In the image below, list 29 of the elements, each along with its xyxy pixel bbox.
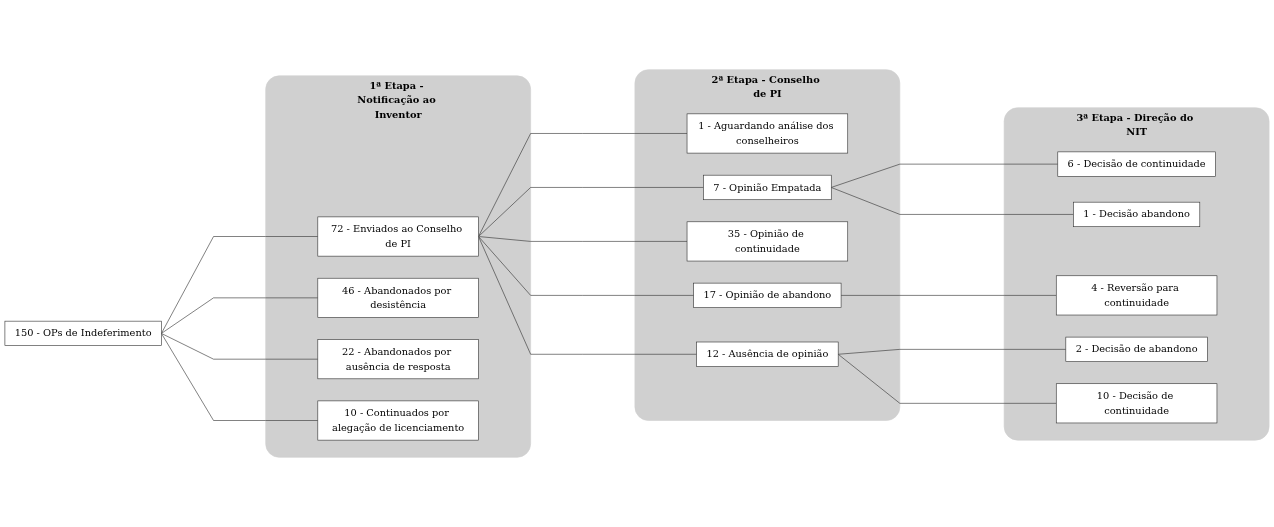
node-box: 150 - OPs de Indeferimento bbox=[4, 320, 162, 346]
connector bbox=[478, 133, 688, 237]
node-box: 1 - Aguardando análise dos conselheiros bbox=[686, 113, 849, 154]
node-box: 72 - Enviados ao Conselho de PI bbox=[317, 216, 479, 257]
node-box: 35 - Opinião de continuidade bbox=[686, 221, 849, 262]
connector bbox=[830, 163, 1059, 188]
connector bbox=[478, 236, 688, 242]
node-box: 12 - Ausência de opinião bbox=[696, 341, 839, 367]
node-box: 10 - Continuados por alegação de licenciamento bbox=[317, 400, 479, 441]
connector bbox=[161, 297, 319, 334]
node-box: 6 - Decisão de continuidade bbox=[1057, 151, 1216, 177]
connector bbox=[830, 187, 1074, 215]
connector bbox=[161, 333, 319, 360]
node-box: 4 - Reversão para continuidade bbox=[1055, 275, 1218, 316]
node-box: 10 - Decisão de continuidade bbox=[1055, 383, 1218, 424]
connector bbox=[478, 187, 704, 237]
connector bbox=[478, 236, 694, 296]
connector bbox=[837, 353, 1057, 404]
connector bbox=[161, 333, 319, 421]
connector bbox=[478, 236, 697, 355]
node-box: 17 - Opinião de abandono bbox=[693, 282, 842, 308]
node-box: 7 - Opinião Empatada bbox=[703, 174, 832, 200]
node-box: 1 - Decisão abandono bbox=[1073, 201, 1201, 227]
node-box: 2 - Decisão de abandono bbox=[1065, 336, 1208, 362]
connector bbox=[837, 349, 1067, 355]
node-box: 46 - Abandonados por desistência bbox=[317, 277, 479, 318]
connector bbox=[161, 236, 319, 334]
connector bbox=[840, 295, 1057, 296]
node-box: 22 - Abandonados por ausência de resposta bbox=[317, 339, 479, 380]
